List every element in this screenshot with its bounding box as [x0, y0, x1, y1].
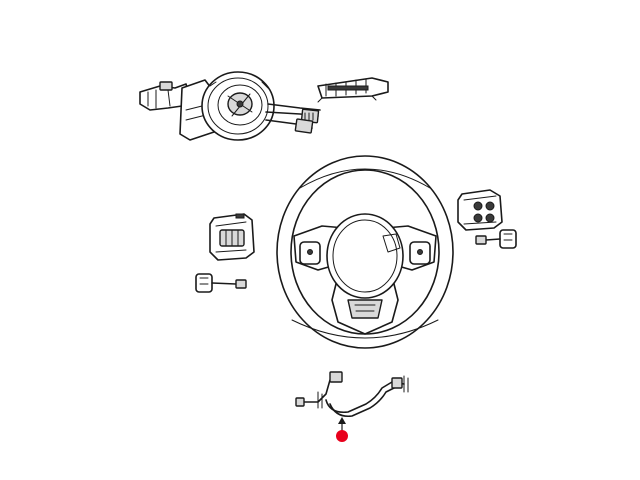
callout-marker — [336, 417, 348, 442]
wiring-harness[interactable] — [295, 371, 409, 418]
callout-arrowhead — [338, 417, 346, 424]
left-switch-pigtail[interactable] — [195, 273, 247, 293]
steering-wheel[interactable] — [276, 155, 454, 349]
clockspring-switch-assembly[interactable] — [139, 71, 321, 141]
right-switch-pigtail[interactable] — [475, 229, 517, 249]
left-switch-module[interactable] — [209, 213, 255, 261]
trim-bezel-connector[interactable] — [317, 77, 389, 103]
right-switch-module[interactable] — [457, 189, 503, 231]
callout-dot — [336, 430, 348, 442]
